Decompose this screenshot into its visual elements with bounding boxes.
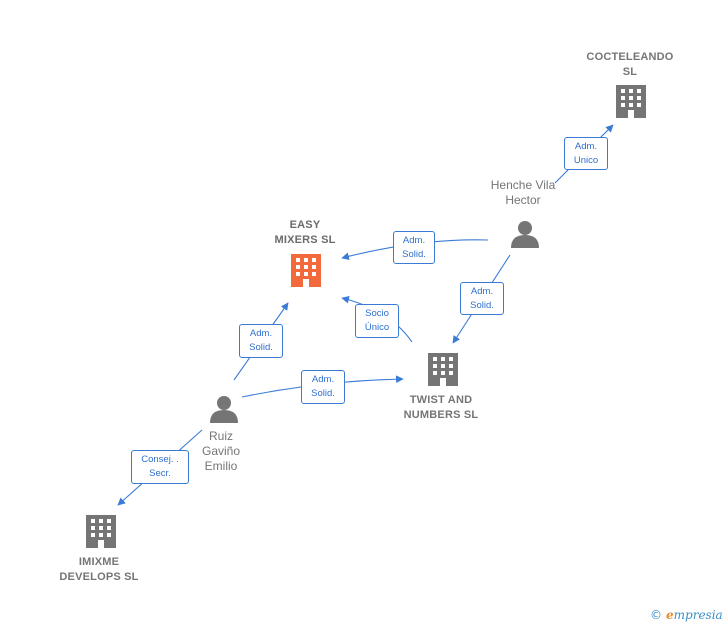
node-label-imixme: IMIXME DEVELOPS SL	[59, 556, 139, 583]
empresia-logo: ©empresia	[650, 608, 723, 622]
node-label-ruiz: Ruiz Gaviño Emilio	[201, 429, 241, 473]
node-label-twist-and-numbers: TWIST AND NUMBERS SL	[403, 394, 479, 421]
edge-label-adm-unico: Adm. Unico	[564, 137, 608, 170]
building-icon	[616, 85, 646, 118]
node-label-cocteleando: COCTELEANDO SL	[586, 51, 674, 78]
node-label-henche: Henche Vila Hector	[490, 178, 556, 207]
building-icon	[86, 515, 116, 548]
copyright-symbol: ©	[650, 608, 662, 622]
edge-label-adm-solid-ruiz-easy: Adm. Solid.	[239, 324, 283, 358]
edge-label-consej-secr: Consej. . Secr.	[131, 450, 189, 484]
edge-label-socio-unico: Socio Único	[355, 304, 399, 338]
node-label-easy-mixers: EASY MIXERS SL	[274, 219, 336, 246]
edge-label-adm-solid-henche-easy: Adm. Solid.	[393, 231, 435, 264]
person-icon	[210, 396, 238, 423]
person-icon	[511, 221, 539, 248]
building-icon	[291, 254, 321, 287]
edge-label-adm-solid-henche-twist: Adm. Solid.	[460, 282, 504, 315]
edge-label-adm-solid-ruiz-twist: Adm. Solid.	[301, 370, 345, 404]
building-icon	[428, 353, 458, 386]
